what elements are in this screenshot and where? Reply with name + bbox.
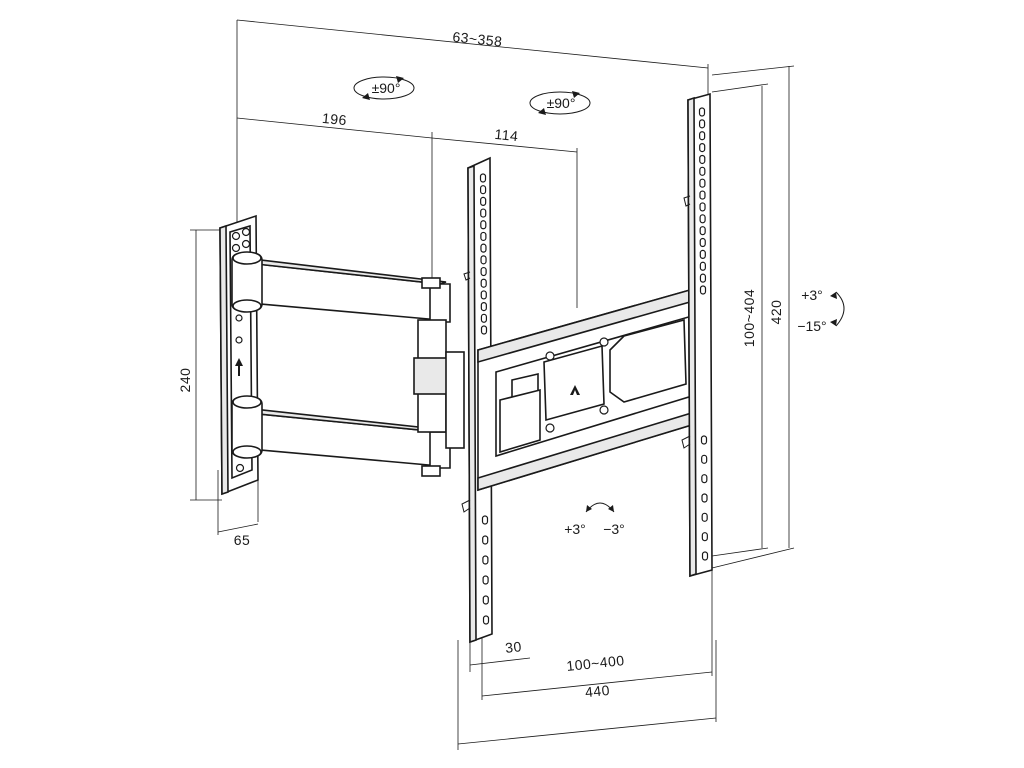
- right-bracket-slots: [698, 107, 709, 561]
- dim-bracket-width-label: 440: [584, 682, 610, 701]
- mounting-slot: [699, 285, 707, 295]
- mounting-slot: [480, 196, 487, 206]
- tilt-rotation-arrow-icon: [830, 291, 845, 327]
- mounting-slot: [479, 173, 487, 183]
- mounting-slot: [482, 535, 489, 545]
- mounting-slot: [699, 249, 706, 259]
- swivel-wall-symbol: [353, 76, 415, 100]
- mounting-slot: [481, 515, 489, 525]
- mounting-slot: [699, 178, 706, 188]
- mounting-slot: [699, 143, 706, 153]
- horizontal-rail: [477, 284, 709, 492]
- mounting-slot: [701, 474, 708, 484]
- swivel-arm-symbol: [529, 91, 591, 115]
- dim-extension-label: 63~358: [452, 29, 503, 50]
- dim-vesa-vertical-label: 100~404: [741, 289, 757, 347]
- mounting-slot: [480, 278, 487, 288]
- dim-offset-label: 30: [504, 638, 522, 656]
- dim-vesa-horizontal-label: 100~400: [566, 652, 626, 674]
- mounting-slot: [698, 119, 706, 129]
- mounting-slot: [699, 166, 706, 176]
- mounting-slot: [699, 190, 706, 200]
- mounting-slot: [699, 226, 706, 236]
- mounting-slot: [482, 615, 490, 625]
- right-vertical-bracket: [681, 92, 713, 578]
- level-rotation-arrow-icon: [585, 502, 615, 513]
- mounting-slot: [699, 237, 706, 248]
- level-minus-label: −3°: [603, 521, 625, 537]
- swivel-wall-label: ±90°: [372, 80, 401, 96]
- arm-pivot: [413, 319, 465, 449]
- level-plus-label: +3°: [564, 521, 586, 537]
- swivel-arm-label: ±90°: [547, 95, 576, 111]
- mounting-slot: [482, 575, 489, 585]
- mounting-slot: [701, 551, 709, 561]
- mounting-slot: [698, 107, 706, 117]
- mounting-slot: [699, 261, 706, 271]
- mounting-slot: [701, 454, 708, 464]
- mounting-slot: [701, 532, 708, 542]
- mounting-slot: [701, 493, 708, 503]
- dim-plate-height-label: 240: [177, 368, 193, 393]
- mounting-slot: [700, 435, 708, 445]
- mounting-slot: [480, 266, 487, 277]
- mounting-slot: [480, 313, 488, 323]
- tilt-up-label: +3°: [801, 287, 823, 303]
- mounting-slot: [480, 325, 488, 335]
- mounting-slot: [480, 255, 487, 265]
- tilt-down-label: −15°: [797, 318, 826, 334]
- upper-arm: [231, 251, 451, 323]
- mounting-slot: [480, 231, 487, 242]
- mounting-slot: [480, 208, 487, 218]
- dim-plate-depth-label: 65: [234, 532, 251, 548]
- dim-arm-first-label: 196: [321, 110, 347, 128]
- dim-bracket-height-label: 420: [768, 300, 784, 325]
- mounting-slot: [699, 154, 706, 165]
- dim-arm-second-label: 114: [494, 126, 519, 144]
- mounting-slot: [480, 220, 487, 230]
- mounting-slot: [482, 595, 489, 605]
- mounting-slot: [699, 202, 706, 212]
- mounting-slot: [701, 512, 708, 522]
- mounting-slot: [480, 302, 487, 312]
- mounting-slot: [699, 131, 706, 141]
- lower-arm: [231, 395, 451, 477]
- mounting-slot: [482, 555, 489, 565]
- mounting-slot: [699, 273, 707, 283]
- mounting-slot: [480, 243, 487, 253]
- mounting-slot: [699, 214, 706, 224]
- left-bracket-slots: [479, 173, 490, 625]
- mounting-slot: [479, 185, 487, 195]
- mounting-slot: [480, 290, 487, 300]
